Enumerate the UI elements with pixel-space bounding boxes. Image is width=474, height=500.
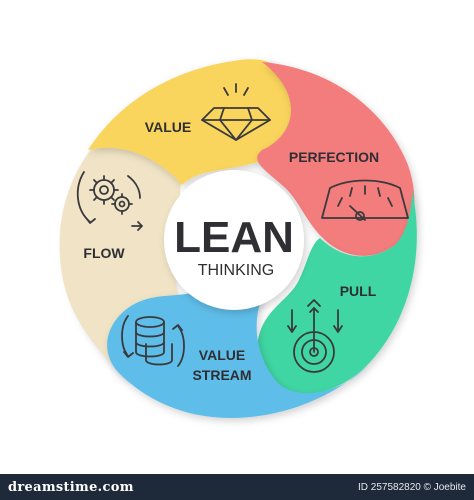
gauge-icon xyxy=(321,179,409,221)
label-perfection: PERFECTION xyxy=(289,149,379,165)
segment-pull xyxy=(257,190,417,395)
label-value-stream-line2: STREAM xyxy=(192,367,251,383)
footer-meta: ID 257582820 © Joebite xyxy=(357,481,466,493)
center-circle xyxy=(164,170,304,310)
lean-thinking-diagram: LEAN THINKING VALUE PERFECTION PULL VALU… xyxy=(59,59,417,418)
segment-value xyxy=(88,59,296,185)
center-title: LEAN xyxy=(174,213,294,262)
label-value-stream-line1: VALUE xyxy=(199,347,245,363)
segment-value-stream xyxy=(107,283,368,418)
footer-brand: dreamstime.com xyxy=(8,479,134,495)
label-pull: PULL xyxy=(340,283,377,299)
coin-stack-icon xyxy=(121,315,185,367)
diamond-icon xyxy=(201,83,271,141)
segment-perfection xyxy=(257,62,415,256)
target-arrow-icon xyxy=(287,299,343,373)
center-subtitle: THINKING xyxy=(198,262,274,279)
label-value: VALUE xyxy=(145,119,191,135)
gears-icon xyxy=(76,171,143,231)
label-flow: FLOW xyxy=(83,245,125,261)
footer-bar: dreamstime.com ID 257582820 © Joebite xyxy=(0,474,474,500)
